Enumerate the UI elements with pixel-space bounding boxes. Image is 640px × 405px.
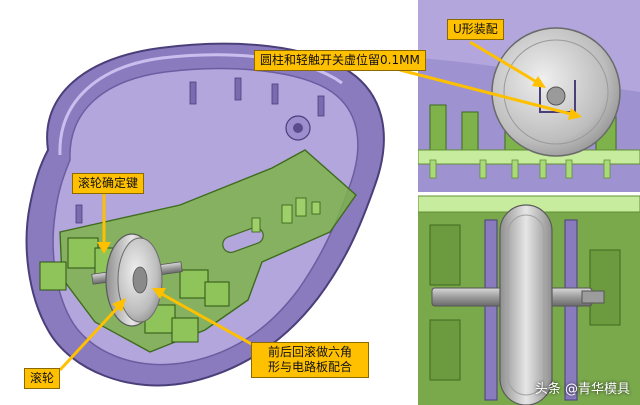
callout-u-fit: U形装配 bbox=[447, 19, 504, 40]
leader-lines bbox=[58, 40, 582, 372]
callout-hex-line2: 形与电路板配合 bbox=[267, 360, 352, 374]
top-view-bottom bbox=[417, 195, 640, 405]
callout-clearance: 圆柱和轻触开关虚位留0.1MM bbox=[254, 50, 426, 71]
scroll-wheel-left bbox=[91, 233, 183, 327]
callout-wheel-key: 滚轮确定键 bbox=[72, 173, 145, 194]
callout-hex-fit: 前后回滚做六角 形与电路板配合 bbox=[251, 342, 369, 378]
callout-hex-line1: 前后回滚做六角 bbox=[267, 345, 352, 359]
callout-wheel: 滚轮 bbox=[24, 368, 61, 389]
watermark: 头条 @青华模具 bbox=[534, 382, 630, 397]
